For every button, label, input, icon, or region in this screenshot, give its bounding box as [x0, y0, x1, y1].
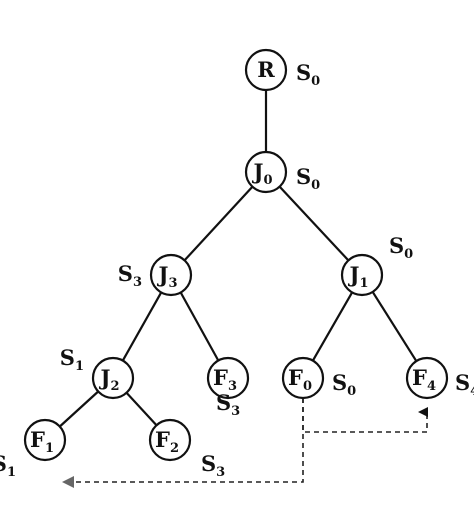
node-R: R — [244, 48, 288, 92]
dashed-links-layer — [62, 398, 428, 488]
node-J2: J2 — [91, 356, 135, 400]
edge-J1-F0 — [311, 291, 354, 362]
node-F4: F4 — [405, 356, 449, 400]
node-circle-J0 — [244, 150, 288, 194]
state-label-F2: S3 — [201, 451, 225, 480]
node-circle-F4 — [405, 356, 449, 400]
state-label-F4: S4 — [455, 370, 474, 399]
node-label-F0: F0 — [288, 365, 312, 394]
node-label-J3: J3 — [157, 262, 178, 291]
node-F0: F0 — [281, 356, 325, 400]
state-label-F3: S3 — [216, 390, 240, 419]
state-label-F0: S0 — [332, 370, 356, 399]
state-label-F1: S1 — [0, 451, 16, 480]
edge-J2-F2 — [125, 391, 158, 427]
node-F2: F2 — [148, 418, 192, 462]
node-J1: J1 — [340, 253, 384, 297]
node-F1: F1 — [23, 418, 67, 462]
node-label-J1: J1 — [348, 262, 369, 291]
state-label-J2: S1 — [60, 345, 84, 374]
state-labels-layer: S0S0S3S0S1S3S0S4S1S3 — [0, 60, 474, 480]
state-label-J1: S0 — [389, 233, 413, 262]
node-label-R: R — [257, 57, 275, 82]
node-label-J0: J0 — [252, 159, 273, 188]
node-circle-J1 — [340, 253, 384, 297]
edges-layer — [59, 90, 418, 428]
state-label-R: S0 — [296, 60, 320, 89]
node-label-F3: F3 — [213, 365, 237, 394]
node-label-F4: F4 — [412, 365, 436, 394]
edge-J1-F4 — [371, 291, 418, 362]
node-circle-F3 — [206, 356, 250, 400]
node-circle-F2 — [148, 418, 192, 462]
state-label-J3: S3 — [118, 261, 142, 290]
dashed-link-F0-F4 — [302, 398, 428, 433]
dashed-link-F0-F1 — [62, 398, 304, 488]
edge-J2-F1 — [59, 390, 99, 428]
edge-J0-J3 — [183, 185, 254, 262]
edge-J3-F3 — [179, 291, 220, 362]
node-circle-F1 — [23, 418, 67, 462]
node-circle-J2 — [91, 356, 135, 400]
node-J3: J3 — [149, 253, 193, 297]
node-circle-F0 — [281, 356, 325, 400]
node-circle-J3 — [149, 253, 193, 297]
node-label-F2: F2 — [155, 427, 179, 456]
state-label-J0: S0 — [296, 164, 320, 193]
node-label-F1: F1 — [30, 427, 54, 456]
edge-J0-J1 — [278, 185, 350, 262]
node-label-J2: J2 — [99, 365, 120, 394]
node-circle-R — [244, 48, 288, 92]
node-F3: F3 — [206, 356, 250, 400]
edge-J3-J2 — [121, 291, 163, 362]
node-J0: J0 — [244, 150, 288, 194]
